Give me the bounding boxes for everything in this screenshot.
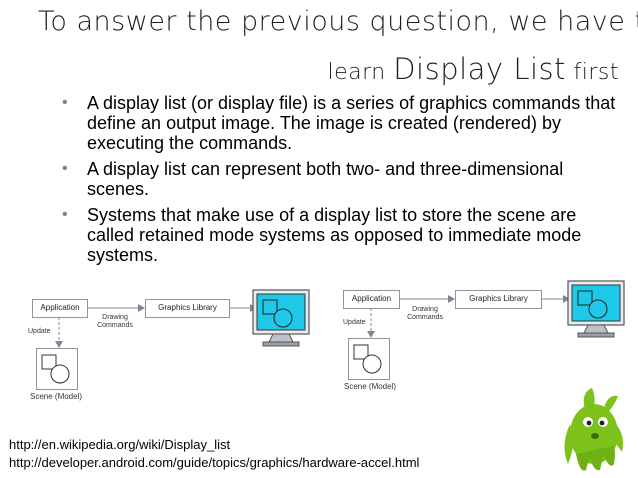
commands-label: Commands <box>407 314 443 321</box>
scene-model-icon <box>36 348 78 390</box>
bullet-text: Systems that make use of a display list … <box>87 205 582 265</box>
reference-links: http://en.wikipedia.org/wiki/Display_lis… <box>9 436 419 472</box>
monitor-icon <box>567 280 625 338</box>
update-label: Update <box>28 328 51 335</box>
application-box: Application <box>343 290 400 309</box>
slide-title-line2: learn Display List first <box>0 52 619 86</box>
monitor-icon <box>252 289 310 347</box>
bullet-list: • A display list (or display file) is a s… <box>62 93 622 271</box>
commands-label: Commands <box>97 322 133 329</box>
scene-model-label: Scene (Model) <box>344 382 397 391</box>
drawing-label: Drawing <box>412 306 438 313</box>
android-mascot-icon <box>564 388 623 471</box>
scene-model-label: Scene (Model) <box>30 392 83 401</box>
scene-model-icon <box>348 338 390 380</box>
bullet-item: • A display list (or display file) is a s… <box>62 93 622 153</box>
drawing-label: Drawing <box>102 314 128 321</box>
application-box: Application <box>32 299 88 318</box>
bullet-item: • A display list can represent both two- … <box>62 159 622 199</box>
bullet-text: A display list can represent both two- a… <box>87 159 564 199</box>
bullet-dot-icon: • <box>62 206 68 223</box>
update-label: Update <box>343 319 366 326</box>
bullet-item: • Systems that make use of a display list… <box>62 205 622 265</box>
wikipedia-link[interactable]: http://en.wikipedia.org/wiki/Display_lis… <box>9 437 231 452</box>
bullet-text: A display list (or display file) is a se… <box>87 93 616 153</box>
graphics-library-box: Graphics Library <box>145 299 230 318</box>
bullet-dot-icon: • <box>62 94 68 111</box>
title-term: Display List <box>393 52 567 86</box>
diagram-right-connectors <box>367 295 570 338</box>
title-suffix: first <box>566 60 619 85</box>
title-prefix: learn <box>327 60 394 85</box>
android-docs-link[interactable]: http://developer.android.com/guide/topic… <box>9 455 420 470</box>
graphics-library-box: Graphics Library <box>455 290 542 309</box>
bullet-dot-icon: • <box>62 160 68 177</box>
slide-title-line1: To answer the previous question, we have… <box>38 6 638 37</box>
